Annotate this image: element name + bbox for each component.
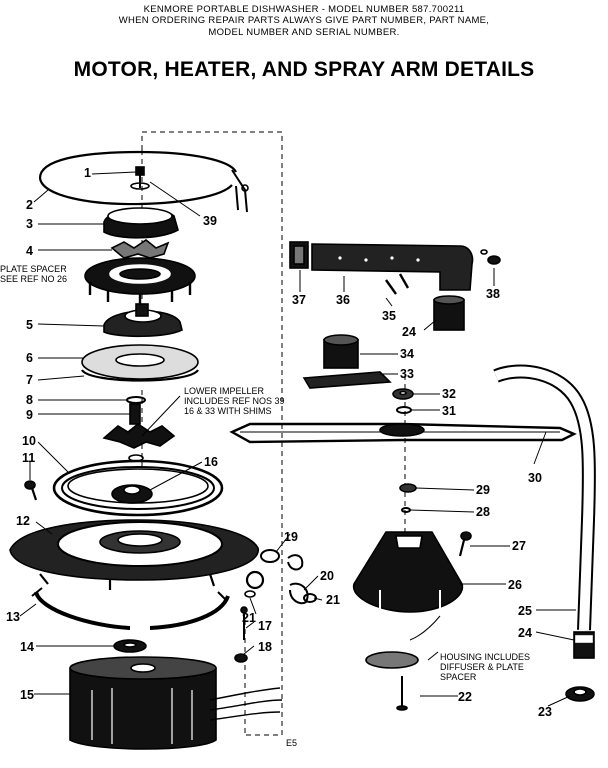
callout-32: 32 xyxy=(442,387,456,401)
tube-connector xyxy=(573,631,595,659)
filter-ring xyxy=(52,459,224,517)
impeller-note-line-1: LOWER IMPELLER xyxy=(184,386,265,396)
callout-19: 19 xyxy=(284,530,298,544)
housing-note-line-3: SPACER xyxy=(440,672,477,682)
callout-29: 29 xyxy=(476,483,490,497)
callout-12: 12 xyxy=(16,514,30,528)
callout-21-right: 21 xyxy=(326,593,340,607)
callout-17: 17 xyxy=(258,619,272,633)
callout-28: 28 xyxy=(476,505,490,519)
callout-13: 13 xyxy=(6,610,20,624)
washer-31 xyxy=(396,406,412,414)
heater-element xyxy=(38,150,249,213)
impeller-note-line-3: 16 & 33 WITH SHIMS xyxy=(184,406,272,416)
callout-39: 39 xyxy=(203,214,217,228)
callout-6: 6 xyxy=(26,351,33,365)
tube-foot xyxy=(565,686,595,702)
housing-note-line-1: HOUSING INCLUDES xyxy=(440,652,530,662)
upper-spray-tube xyxy=(289,241,474,291)
gasket-plate xyxy=(81,344,199,382)
motor-seal xyxy=(113,639,147,653)
motor xyxy=(69,656,283,750)
header-line-1: KENMORE PORTABLE DISHWASHER - MODEL NUMB… xyxy=(143,4,465,15)
callout-14: 14 xyxy=(20,640,34,654)
callout-36: 36 xyxy=(336,293,350,307)
callout-20: 20 xyxy=(320,569,334,583)
plate-spacer-note-line-2: SEE REF NO 26 xyxy=(0,274,67,284)
page-footer-code: E5 xyxy=(286,738,297,748)
nut-29 xyxy=(399,483,417,493)
screws-35 xyxy=(385,273,410,295)
pump-cover xyxy=(103,303,183,338)
leader-lines xyxy=(19,171,576,707)
washer-28 xyxy=(401,507,411,513)
callout-23: 23 xyxy=(538,705,552,719)
callout-26: 26 xyxy=(508,578,522,592)
callout-15: 15 xyxy=(20,688,34,702)
terminal-screw xyxy=(130,166,150,190)
clamp-ring xyxy=(31,587,230,630)
lower-impeller xyxy=(102,403,176,462)
impeller-cap xyxy=(103,207,179,239)
callout-27: 27 xyxy=(512,539,526,553)
callout-37: 37 xyxy=(292,293,306,307)
coupling-upper xyxy=(433,295,465,331)
chopper-blade xyxy=(110,239,170,259)
callout-35: 35 xyxy=(382,309,396,323)
hose-clamp-19 xyxy=(260,549,304,571)
housing-note-line-2: DIFFUSER & PLATE xyxy=(440,662,524,672)
callout-30: 30 xyxy=(528,471,542,485)
callout-18: 18 xyxy=(258,640,272,654)
pump-housing xyxy=(353,531,464,613)
callout-1: 1 xyxy=(84,166,91,180)
hose-20 xyxy=(244,570,317,605)
diffuser-spacer xyxy=(365,651,419,711)
nut-38 xyxy=(480,249,501,265)
upper-impeller xyxy=(302,334,392,389)
nut-18 xyxy=(234,653,248,663)
callout-24-upper: 24 xyxy=(402,325,416,339)
callout-7: 7 xyxy=(26,373,33,387)
diagram-title: MOTOR, HEATER, AND SPRAY ARM DETAILS xyxy=(73,58,535,81)
notes: PLATE SPACER SEE REF NO 26 LOWER IMPELLE… xyxy=(0,264,530,748)
callout-16: 16 xyxy=(204,455,218,469)
header-line-2: WHEN ORDERING REPAIR PARTS ALWAYS GIVE P… xyxy=(118,15,490,26)
callout-4: 4 xyxy=(26,244,33,258)
screw-27 xyxy=(458,531,472,557)
callout-38: 38 xyxy=(486,287,500,301)
callout-24-lower: 24 xyxy=(518,626,532,640)
header-line-3: MODEL NUMBER AND SERIAL NUMBER. xyxy=(208,27,400,38)
callout-8: 8 xyxy=(26,393,33,407)
callout-10: 10 xyxy=(22,434,36,448)
impeller-note-line-2: INCLUDES REF NOS 39 xyxy=(184,396,285,406)
lower-spray-arm xyxy=(229,422,577,444)
callout-31: 31 xyxy=(442,404,456,418)
callout-11: 11 xyxy=(22,451,35,465)
callout-33: 33 xyxy=(400,367,414,381)
callout-9: 9 xyxy=(26,408,33,422)
nut-32 xyxy=(392,388,414,400)
callout-2: 2 xyxy=(26,198,33,212)
callout-3: 3 xyxy=(26,217,33,231)
callout-labels: 1 2 3 4 5 6 7 8 9 10 11 12 13 14 15 16 1… xyxy=(6,166,552,719)
callout-25: 25 xyxy=(518,604,532,618)
screw-left xyxy=(24,480,38,501)
assembly-guide-lines xyxy=(141,131,406,736)
plate-spacer xyxy=(84,257,196,306)
callout-5: 5 xyxy=(26,318,33,332)
callout-34: 34 xyxy=(400,347,414,361)
callout-22: 22 xyxy=(458,690,472,704)
plate-spacer-note-line-1: PLATE SPACER xyxy=(0,264,67,274)
pump-base-plate xyxy=(9,519,259,590)
fill-tube xyxy=(493,364,596,631)
callout-21-left: 21 xyxy=(242,611,256,625)
screw-17 xyxy=(240,606,248,640)
